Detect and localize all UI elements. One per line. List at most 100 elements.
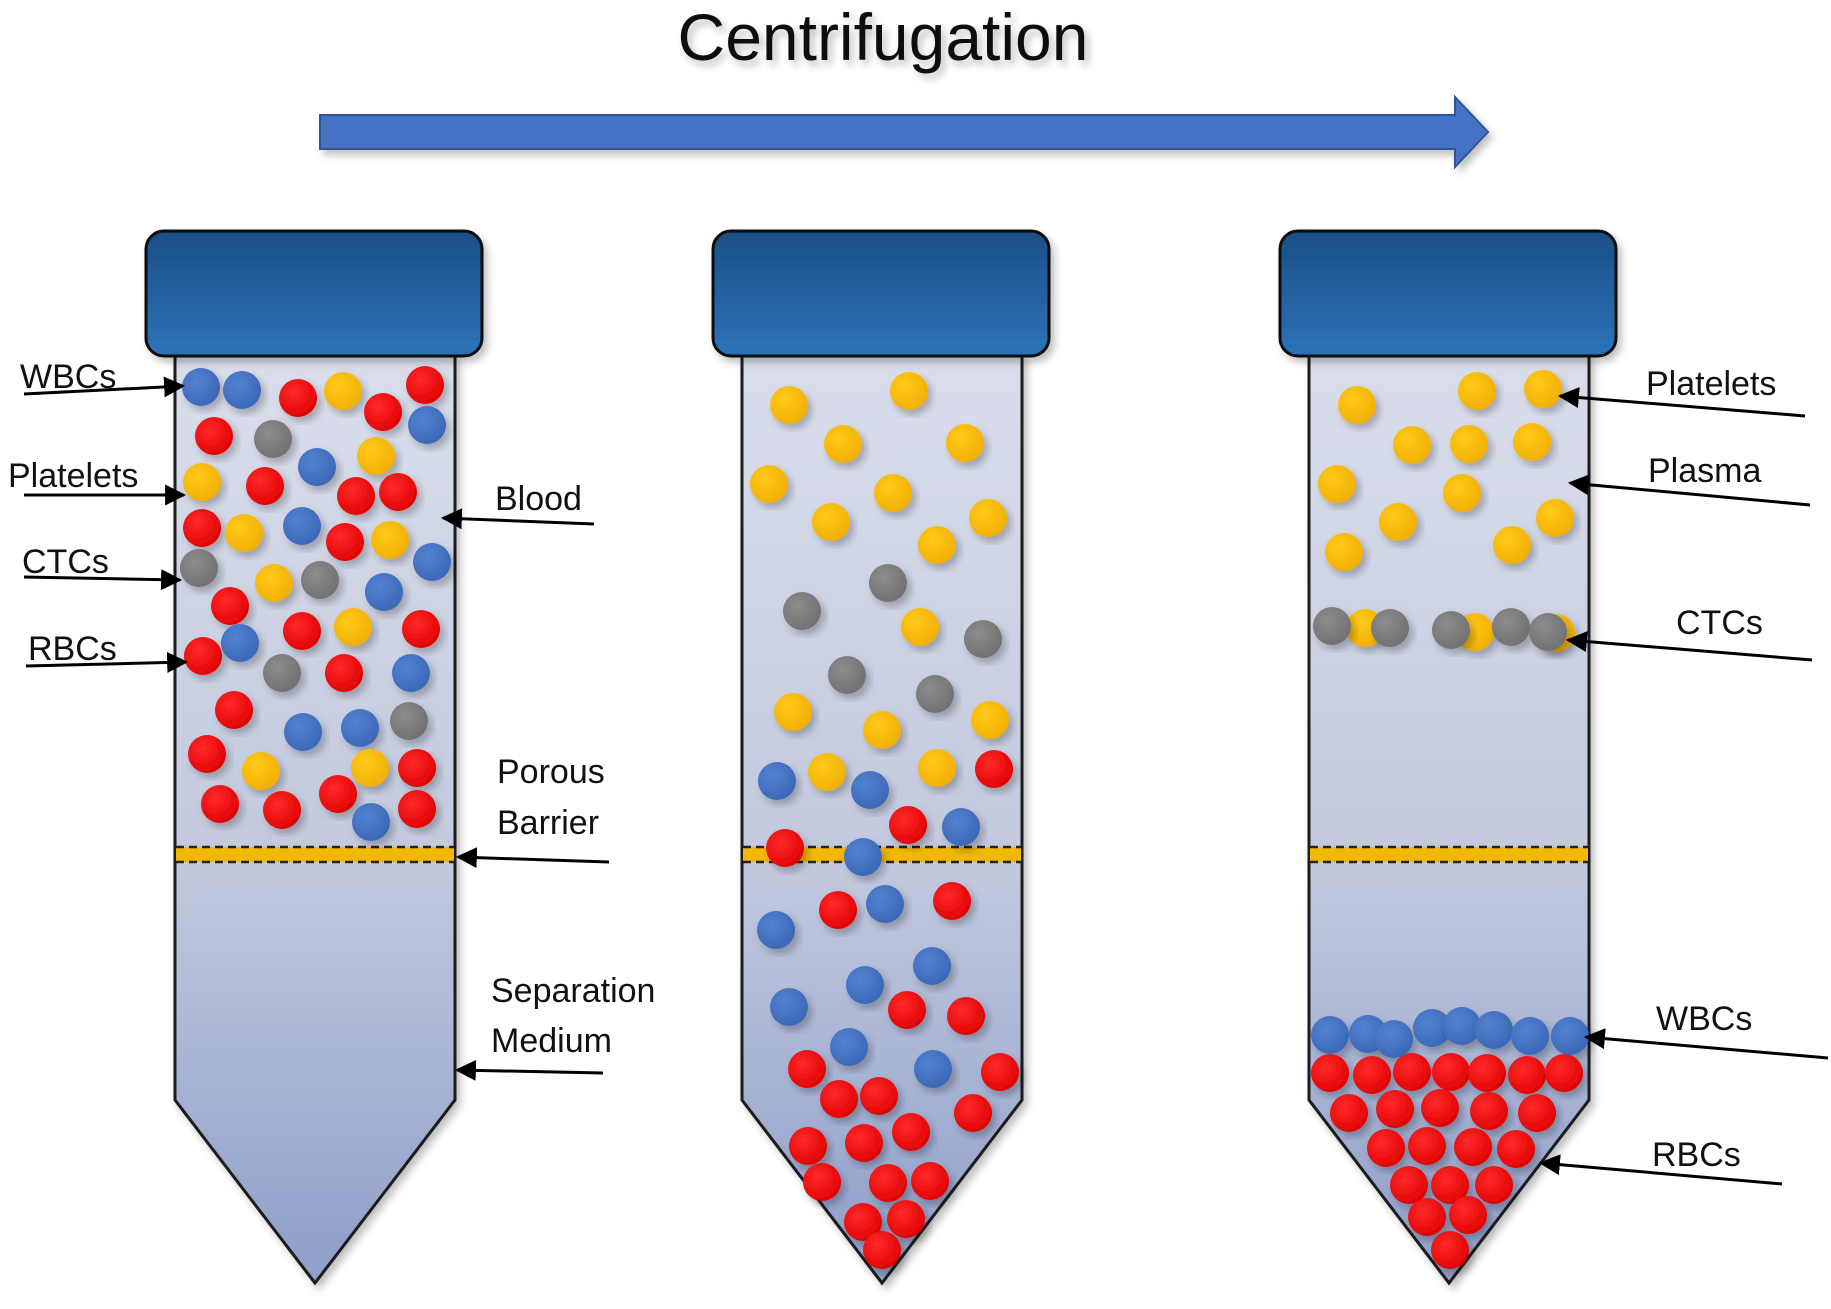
rbc-cell	[246, 467, 284, 505]
rbc-cell	[1367, 1129, 1405, 1167]
rbc-cell	[379, 473, 417, 511]
ctc-cell	[301, 561, 339, 599]
wbc-cell	[758, 762, 796, 800]
wbc-cell	[914, 1050, 952, 1088]
platelet-cell	[1536, 499, 1574, 537]
platelet-cell	[1513, 423, 1551, 461]
platelet-cell	[255, 564, 293, 602]
rbc-cell	[788, 1050, 826, 1088]
platelet-cell	[1393, 426, 1431, 464]
rbc-cell	[283, 612, 321, 650]
wbc-cell	[942, 808, 980, 846]
rbc-cell	[183, 509, 221, 547]
label-ctcs-left: CTCs	[22, 543, 109, 581]
ctc-cell	[180, 549, 218, 587]
rbc-cell	[860, 1077, 898, 1115]
rbc-cell	[1518, 1094, 1556, 1132]
rbc-cell	[1393, 1053, 1431, 1091]
label-separation-line1: Separation	[491, 972, 655, 1010]
tube-before-cells	[180, 366, 451, 841]
platelet-cell	[946, 424, 984, 462]
rbc-cell	[888, 991, 926, 1029]
rbc-cell	[845, 1124, 883, 1162]
ctc-cell	[1313, 607, 1351, 645]
wbc-cell	[283, 507, 321, 545]
rbc-cell	[1431, 1231, 1469, 1269]
ctc-cell	[828, 656, 866, 694]
platelet-cell	[770, 386, 808, 424]
ctc-cell	[869, 564, 907, 602]
rbc-cell	[364, 393, 402, 431]
arrow-plasma	[1567, 474, 1811, 507]
label-porous-line1: Porous	[497, 753, 605, 791]
tube-cap	[1278, 229, 1618, 358]
rbc-cell	[1470, 1092, 1508, 1130]
rbc-cell	[263, 791, 301, 829]
rbc-cell	[1311, 1054, 1349, 1092]
platelet-cell	[1318, 465, 1356, 503]
label-wbcs-right: WBCs	[1656, 1000, 1752, 1038]
platelet-cell	[1443, 474, 1481, 512]
wbc-cell	[757, 911, 795, 949]
wbc-cell	[866, 885, 904, 923]
rbc-cell	[325, 654, 363, 692]
rbc-cell	[820, 1080, 858, 1118]
rbc-cell	[1508, 1056, 1546, 1094]
wbc-cell	[844, 838, 882, 876]
rbc-cell	[954, 1094, 992, 1132]
process-arrow	[319, 94, 1490, 170]
platelet-cell	[1450, 425, 1488, 463]
platelet-cell	[750, 465, 788, 503]
rbc-cell	[892, 1113, 930, 1151]
rbc-cell	[398, 790, 436, 828]
wbc-cell	[1475, 1011, 1513, 1049]
wbc-cell	[221, 624, 259, 662]
rbc-cell	[211, 587, 249, 625]
label-separation-line2: Medium	[491, 1022, 612, 1060]
wbc-cell	[846, 966, 884, 1004]
rbc-cell	[1468, 1054, 1506, 1092]
platelet-cell	[225, 514, 263, 552]
wbc-cell	[341, 709, 379, 747]
ctc-cell	[964, 620, 1002, 658]
ctc-cell	[1371, 609, 1409, 647]
rbc-cell	[337, 477, 375, 515]
platelet-cell	[242, 752, 280, 790]
arrow-porous-barrier	[455, 847, 610, 869]
platelet-cell	[324, 372, 362, 410]
arrow-blood	[440, 508, 595, 530]
tube-during-cells	[750, 372, 1019, 1269]
rbc-cell	[326, 523, 364, 561]
wbc-cell	[1413, 1009, 1451, 1047]
platelet-cell	[812, 503, 850, 541]
rbc-cell	[789, 1127, 827, 1165]
wbc-cell	[365, 573, 403, 611]
platelet-cell	[371, 521, 409, 559]
ctc-cell	[390, 702, 428, 740]
rbc-cell	[319, 775, 357, 813]
arrow-ctcs-left	[23, 569, 183, 591]
platelet-cell	[183, 463, 221, 501]
platelet-cell	[824, 425, 862, 463]
platelet-cell	[969, 499, 1007, 537]
tube-after	[1278, 229, 1618, 1286]
platelet-cell	[334, 608, 372, 646]
rbc-cell	[398, 749, 436, 787]
tube-cap	[711, 229, 1051, 358]
rbc-cell	[1421, 1089, 1459, 1127]
arrow-wbcs-right	[1583, 1028, 1829, 1060]
wbc-cell	[830, 1028, 868, 1066]
platelet-cell	[1379, 503, 1417, 541]
platelet-cell	[808, 753, 846, 791]
rbc-cell	[1545, 1054, 1583, 1092]
wbc-cell	[182, 368, 220, 406]
rbc-cell	[1376, 1090, 1414, 1128]
rbc-cell	[844, 1203, 882, 1241]
diagram-title: Centrifugation	[678, 0, 1089, 74]
label-platelets-right: Platelets	[1646, 365, 1776, 403]
tube-after-cells	[1311, 370, 1589, 1269]
rbc-cell	[188, 735, 226, 773]
rbc-cell	[975, 750, 1013, 788]
rbc-cell	[1408, 1127, 1446, 1165]
rbc-cell	[869, 1164, 907, 1202]
